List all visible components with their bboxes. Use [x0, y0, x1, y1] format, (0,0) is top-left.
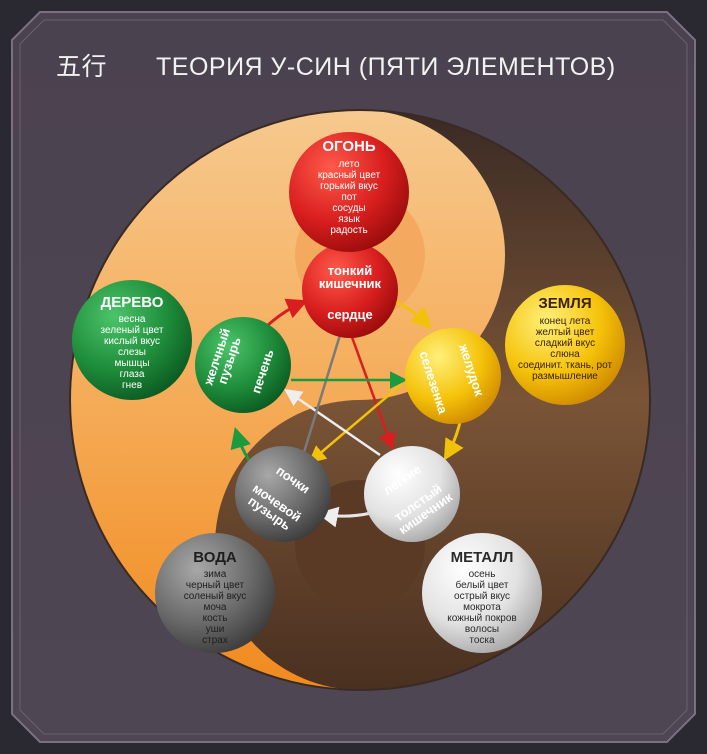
- wood-element-name: ДЕРЕВО: [101, 294, 164, 311]
- page-title: ТЕОРИЯ У-СИН (ПЯТИ ЭЛЕМЕНТОВ): [156, 53, 616, 81]
- water-attr: уши: [206, 624, 225, 635]
- fire-attr: сосуды: [332, 203, 365, 214]
- earth-element-name: ЗЕМЛЯ: [538, 295, 591, 312]
- water-attr: страх: [202, 635, 228, 646]
- fire-attr: лето: [338, 159, 360, 170]
- water-element-name: ВОДА: [193, 549, 237, 566]
- fire-attr: красный цвет: [318, 170, 381, 181]
- heart-label: сердце: [327, 307, 373, 322]
- water-element: ВОДА зима черный цвет соленый вкус моча …: [184, 549, 247, 646]
- fire-organ-circle: [302, 242, 398, 338]
- water-organ-circle: [235, 446, 331, 542]
- water-attr: черный цвет: [186, 580, 245, 591]
- earth-organ-circle: [405, 328, 501, 424]
- stomach-label: желудок: [456, 341, 488, 398]
- metal-attr: кожный покров: [447, 613, 517, 624]
- fire-attr: радость: [330, 225, 367, 236]
- fire-attr: язык: [338, 214, 360, 225]
- wood-attr: весна: [119, 314, 146, 325]
- earth-attr: желтый цвет: [536, 327, 595, 338]
- fire-element-name: ОГОНЬ: [322, 138, 375, 155]
- wood-attr: мышцы: [115, 358, 150, 369]
- metal-organ-circle: [364, 446, 460, 542]
- wood-attr: зеленый цвет: [101, 325, 164, 336]
- water-attr: кость: [203, 613, 228, 624]
- earth-attr: слюна: [550, 349, 580, 360]
- metal-attr: осень: [469, 569, 496, 580]
- metal-element: МЕТАЛЛ осень белый цвет острый вкус мокр…: [447, 549, 517, 646]
- water-element-circle: [155, 533, 275, 653]
- metal-attr: мокрота: [463, 602, 501, 613]
- wood-attr: глаза: [120, 369, 145, 380]
- metal-attr: волосы: [465, 624, 499, 635]
- fire-element-circle: [289, 132, 409, 252]
- fire-attr: пот: [341, 192, 357, 203]
- metal-attr: острый вкус: [454, 591, 510, 602]
- metal-element-name: МЕТАЛЛ: [451, 549, 514, 566]
- water-attr: соленый вкус: [184, 591, 247, 602]
- earth-element: ЗЕМЛЯ конец лета желтый цвет сладкий вку…: [518, 295, 613, 382]
- earth-element-circle: [505, 285, 625, 405]
- wood-attr: кислый вкус: [104, 336, 160, 347]
- small-intestine-label: тонкий кишечник: [318, 263, 382, 291]
- spleen-label: селезенка: [416, 349, 451, 416]
- liver-label: печень: [248, 347, 277, 396]
- wood-attr: слезы: [118, 347, 146, 358]
- gallbladder-label: желчный пузырь: [200, 326, 244, 387]
- wood-element: ДЕРЕВО весна зеленый цвет кислый вкус сл…: [101, 294, 164, 391]
- earth-attr: размышление: [532, 371, 598, 382]
- chinese-title: 五行: [56, 53, 108, 81]
- metal-attr: белый цвет: [456, 579, 509, 591]
- fire-element: ОГОНЬ лето красный цвет горький вкус пот…: [318, 138, 381, 236]
- water-attr: зима: [204, 569, 227, 580]
- earth-attr: соединит. ткань, рот: [518, 360, 613, 371]
- wood-organ-circle: [195, 317, 291, 413]
- wood-attr: гнев: [122, 380, 142, 391]
- fire-organ-labels: тонкий кишечник сердце: [302, 242, 398, 338]
- wood-element-circle: [72, 280, 192, 400]
- earth-attr: конец лета: [540, 316, 591, 327]
- metal-element-circle: [422, 533, 542, 653]
- earth-attr: сладкий вкус: [535, 338, 595, 349]
- fire-attr: горький вкус: [320, 181, 378, 192]
- metal-attr: тоска: [469, 635, 495, 646]
- control-cycle: [284, 317, 408, 464]
- water-attr: моча: [204, 602, 227, 613]
